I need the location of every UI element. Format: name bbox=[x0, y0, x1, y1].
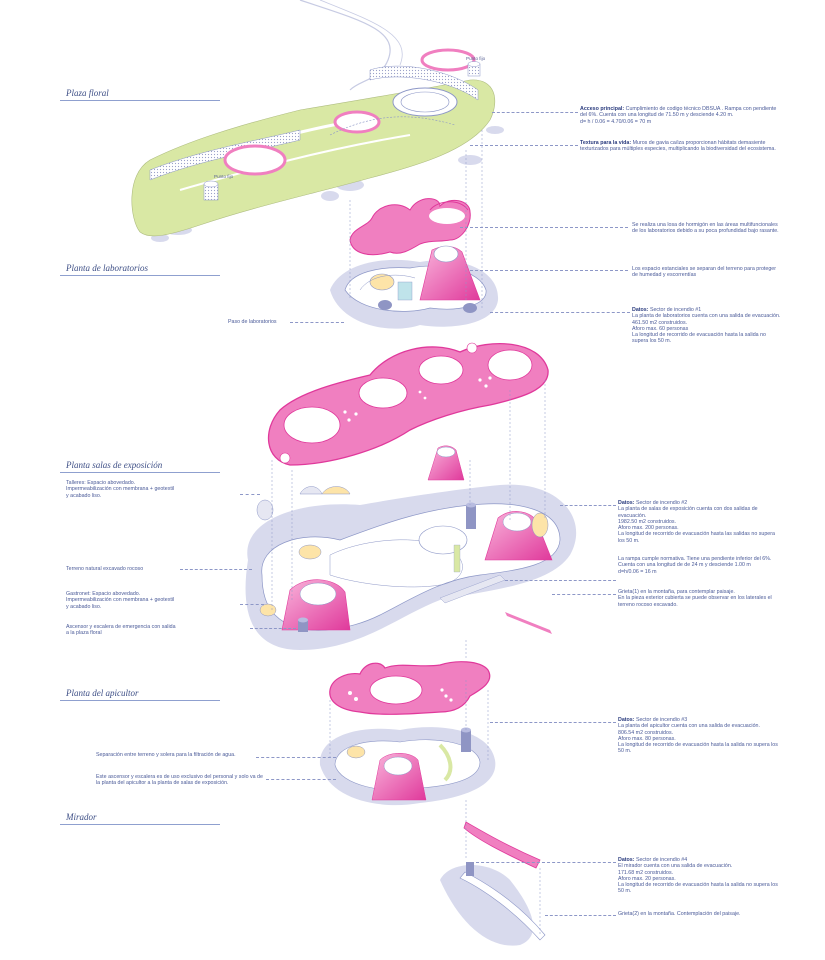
expo-roof-slab bbox=[267, 343, 549, 466]
note-title: Datos: bbox=[632, 307, 649, 313]
level-connector-lines bbox=[271, 130, 546, 935]
road-curve bbox=[299, 0, 391, 91]
mirador-roof bbox=[463, 821, 541, 869]
courtyard-ring bbox=[223, 144, 287, 176]
mirador-level bbox=[440, 821, 546, 946]
note-terreno: Terreno natural excavado rocoso bbox=[66, 566, 144, 572]
courtyard-ring bbox=[333, 110, 381, 134]
note-gastronet: Gastronet: Espacio abovedado. Impermeabi… bbox=[66, 591, 175, 610]
note-ascensor-emergencia: Ascensor y escalera de emergencia con sa… bbox=[66, 624, 176, 637]
leader-line bbox=[545, 915, 616, 916]
note-grieta-2: Grieta(2) en la montaña. Contemplación d… bbox=[618, 911, 741, 917]
leader-line bbox=[476, 862, 616, 863]
level-rule bbox=[60, 824, 220, 825]
leader-line bbox=[256, 757, 336, 758]
punto-fijo-label: Punto fijo bbox=[214, 174, 234, 179]
skylight bbox=[487, 349, 533, 381]
courtyard-ring bbox=[420, 48, 476, 72]
skylight bbox=[358, 377, 408, 409]
leader-line bbox=[290, 322, 344, 323]
note-datos-api: Datos: Sector de incendio #3 La planta d… bbox=[618, 717, 783, 755]
note-title: Textura para la vida: bbox=[580, 140, 632, 146]
leader-line bbox=[240, 604, 264, 605]
leader-line bbox=[470, 270, 628, 271]
note-datos-lab: Datos: Sector de incendio #1 La planta d… bbox=[632, 307, 782, 345]
note-separacion: Separación entre terreno y solera para l… bbox=[96, 752, 236, 758]
note-datos-expo: Datos: Sector de incendio #2 La planta d… bbox=[618, 500, 783, 544]
note-textura: Textura para la vida: Muros de gavia ca/… bbox=[580, 140, 780, 153]
note-grieta-1: Grieta(1) en la montaña, para contemplar… bbox=[618, 589, 772, 608]
laboratorios-level bbox=[330, 198, 499, 329]
note-text: Sector de incendio #3 La planta del apic… bbox=[618, 717, 778, 755]
grieta-piece-1 bbox=[505, 612, 552, 634]
leader-line bbox=[460, 227, 628, 228]
leader-line bbox=[250, 628, 296, 629]
leader-line bbox=[560, 505, 616, 506]
level-title-apicultor: Planta del apicultor bbox=[66, 688, 139, 698]
level-title-exposicion: Planta salas de exposición bbox=[66, 460, 163, 470]
gabion-walls bbox=[149, 129, 301, 181]
fixed-point-cylinder bbox=[467, 61, 481, 77]
expo-floating-dome bbox=[427, 445, 465, 481]
level-title-mirador: Mirador bbox=[66, 812, 97, 822]
level-rule bbox=[60, 275, 220, 276]
expo-elevator bbox=[466, 502, 476, 529]
note-text: Muros de gavia ca/iza proporcionan hábit… bbox=[580, 140, 776, 153]
note-title: Datos: bbox=[618, 717, 635, 723]
level-rule bbox=[60, 100, 220, 101]
api-stair bbox=[346, 745, 366, 759]
note-ascensor-personal: Este ascensor y escalera es de uso exclu… bbox=[96, 774, 263, 787]
note-text: Cumplimiento de codigo técnico DBSUA . R… bbox=[580, 106, 777, 125]
note-paso-laboratorios: Paso de laboratorios bbox=[228, 319, 277, 325]
plaza-floral-level bbox=[131, 0, 504, 242]
courtyard-ring bbox=[392, 87, 458, 117]
note-datos-mirador: Datos: Sector de incendio #4 El mirador … bbox=[618, 857, 783, 895]
leader-line bbox=[470, 145, 578, 146]
leader-line bbox=[490, 722, 616, 723]
level-rule bbox=[60, 472, 220, 473]
expo-stair bbox=[298, 544, 322, 560]
punto-fijo-label: Punto fijo bbox=[466, 56, 486, 61]
ramp-path bbox=[329, 116, 456, 136]
apicultor-level bbox=[319, 661, 496, 806]
leader-line bbox=[492, 112, 578, 113]
exposicion-level bbox=[245, 342, 577, 650]
note-text: Sector de incendio #4 El mirador cuenta … bbox=[618, 857, 778, 895]
lab-roof-slab bbox=[349, 198, 471, 256]
note-text: Sector de incendio #2 La planta de salas… bbox=[618, 500, 775, 544]
leader-line bbox=[505, 580, 616, 581]
note-acceso-principal: Acceso principal: Cumplimiento de codigo… bbox=[580, 106, 780, 125]
mirador-shadow bbox=[440, 865, 534, 946]
note-title: Datos: bbox=[618, 500, 635, 506]
leader-line bbox=[490, 312, 630, 313]
leader-line bbox=[240, 494, 260, 495]
note-rampa-expo: La rampa cumple normativa. Tiene una pen… bbox=[618, 556, 772, 575]
skylight bbox=[418, 355, 464, 385]
green-terrain bbox=[131, 79, 496, 237]
leader-line bbox=[552, 594, 616, 595]
note-title: Acceso principal: bbox=[580, 106, 625, 112]
note-losa: Se realiza una losa de hormigón en las á… bbox=[632, 222, 779, 235]
mirador-walkway bbox=[459, 871, 546, 941]
note-estanciales: Los espacio estanciales se separan del t… bbox=[632, 266, 776, 279]
note-talleres: Talleres: Espacio abovedado. Impermeabil… bbox=[66, 480, 175, 499]
level-title-plaza-floral: Plaza floral bbox=[66, 88, 109, 98]
leader-line bbox=[180, 569, 252, 570]
leader-line bbox=[266, 779, 336, 780]
note-title: Datos: bbox=[618, 857, 635, 863]
note-text: Sector de incendio #1 La planta de labor… bbox=[632, 307, 781, 345]
lab-elevator bbox=[378, 300, 392, 310]
fixed-point-cylinder bbox=[203, 180, 219, 201]
level-title-laboratorios: Planta de laboratorios bbox=[66, 263, 149, 273]
skylight bbox=[283, 406, 341, 444]
expo-elevator bbox=[298, 617, 308, 632]
api-elevator bbox=[461, 727, 471, 752]
level-rule bbox=[60, 700, 220, 701]
